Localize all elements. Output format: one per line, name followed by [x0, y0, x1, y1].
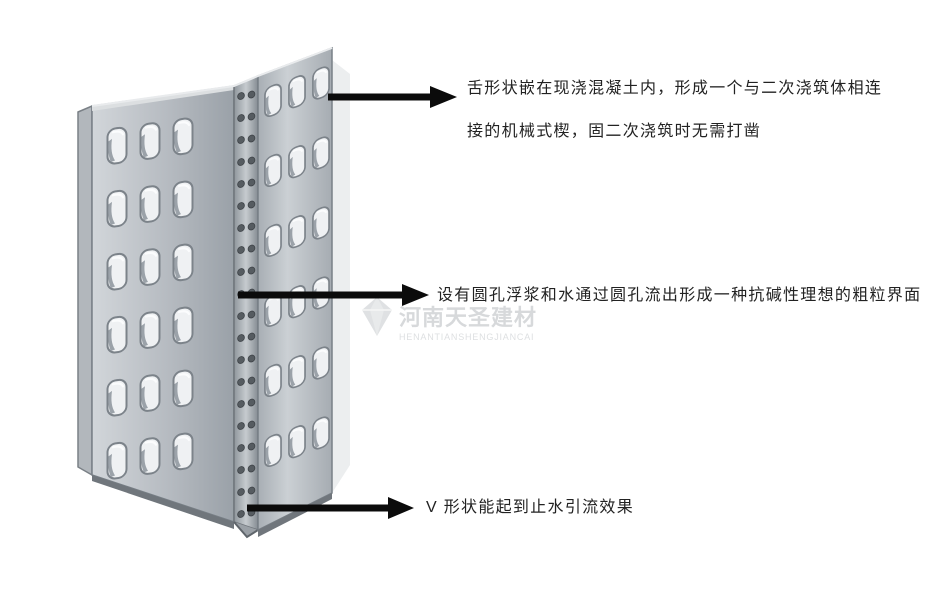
left-panel-top-edge — [92, 86, 234, 111]
right-panel-bottom-edge — [258, 493, 332, 537]
arrow-tongue — [328, 86, 457, 108]
annotation-v-shape: V 形状能起到止水引流效果 — [426, 498, 634, 518]
annotation-holes-line1: 设有圆孔浮浆和水通过圆孔流出形成一种抗碱性理想的粗粒界面 — [437, 287, 922, 304]
left-panel-bottom-edge — [92, 475, 234, 529]
annotation-v-shape-line1: V 形状能起到止水引流效果 — [426, 499, 635, 516]
arrow-v-shape — [247, 497, 414, 519]
annotation-holes: 设有圆孔浮浆和水通过圆孔流出形成一种抗碱性理想的粗粒界面 — [437, 286, 921, 306]
left-edge-flange — [77, 104, 93, 477]
annotation-tongue: 舌形状嵌在现浇混凝土内，形成一个与二次浇筑体相连 接的机械式楔，固二次浇筑时无需… — [467, 67, 882, 153]
v-groove-strip — [233, 74, 259, 532]
top-edge-highlight — [91, 47, 333, 107]
arrow-holes — [238, 284, 429, 306]
annotation-tongue-line2: 接的机械式楔，固二次浇筑时无需打凿 — [467, 123, 762, 140]
v-bottom-tip — [233, 521, 259, 539]
annotation-tongue-line1: 舌形状嵌在现浇混凝土内，形成一个与二次浇筑体相连 — [467, 80, 883, 97]
annotation-arrows — [238, 86, 457, 519]
panel-shadow — [332, 60, 350, 493]
